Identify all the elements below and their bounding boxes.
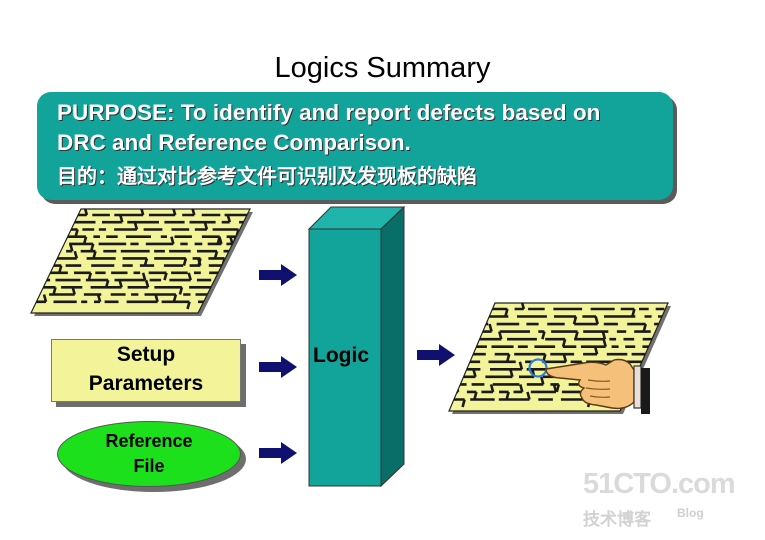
logic-label: Logic [313,344,369,367]
arrow-right-icon [259,442,297,464]
pcb-trace [469,331,663,348]
logic-block [307,205,406,488]
pcb-board-output-icon [448,302,671,414]
pcb-board-icon [30,208,253,316]
pcb-trace [463,346,652,363]
purpose-line-cn: 目的：通过对比参考文件可识别及发现板的缺陷 [57,164,477,188]
purpose-line-1: PURPOSE: To identify and report defects … [57,100,601,125]
watermark-site: 51CTO.com [583,468,736,500]
magnifier-circle-icon [528,358,548,378]
setup-parameters-box: Setup Parameters [51,339,241,402]
setup-label-line2: Parameters [88,372,204,395]
arrow-right-icon [259,264,297,286]
arrow-right-icon [259,356,297,378]
purpose-banner: PURPOSE: To identify and report defects … [37,92,673,200]
pcb-trace [40,271,238,281]
reference-label-line2: File [133,456,165,476]
slide: Logics Summary PURPOSE: To identify and … [30,52,736,530]
arrow-right-icon [417,344,455,366]
page-title: Logics Summary [274,52,491,84]
pcb-trace [479,315,668,325]
reference-label-line1: Reference [105,431,193,451]
watermark-blog: Blog [677,506,704,520]
watermark-cn: 技术博客 [583,510,651,530]
reference-file-oval: Reference File [57,421,241,487]
pcb-trace [482,303,665,317]
pcb-trace [33,279,211,295]
diagram-graphics [30,205,671,488]
setup-label-line1: Setup [116,343,176,366]
pointing-hand-icon [545,358,650,414]
purpose-line-2: DRC and Reference Comparison. [57,130,411,155]
